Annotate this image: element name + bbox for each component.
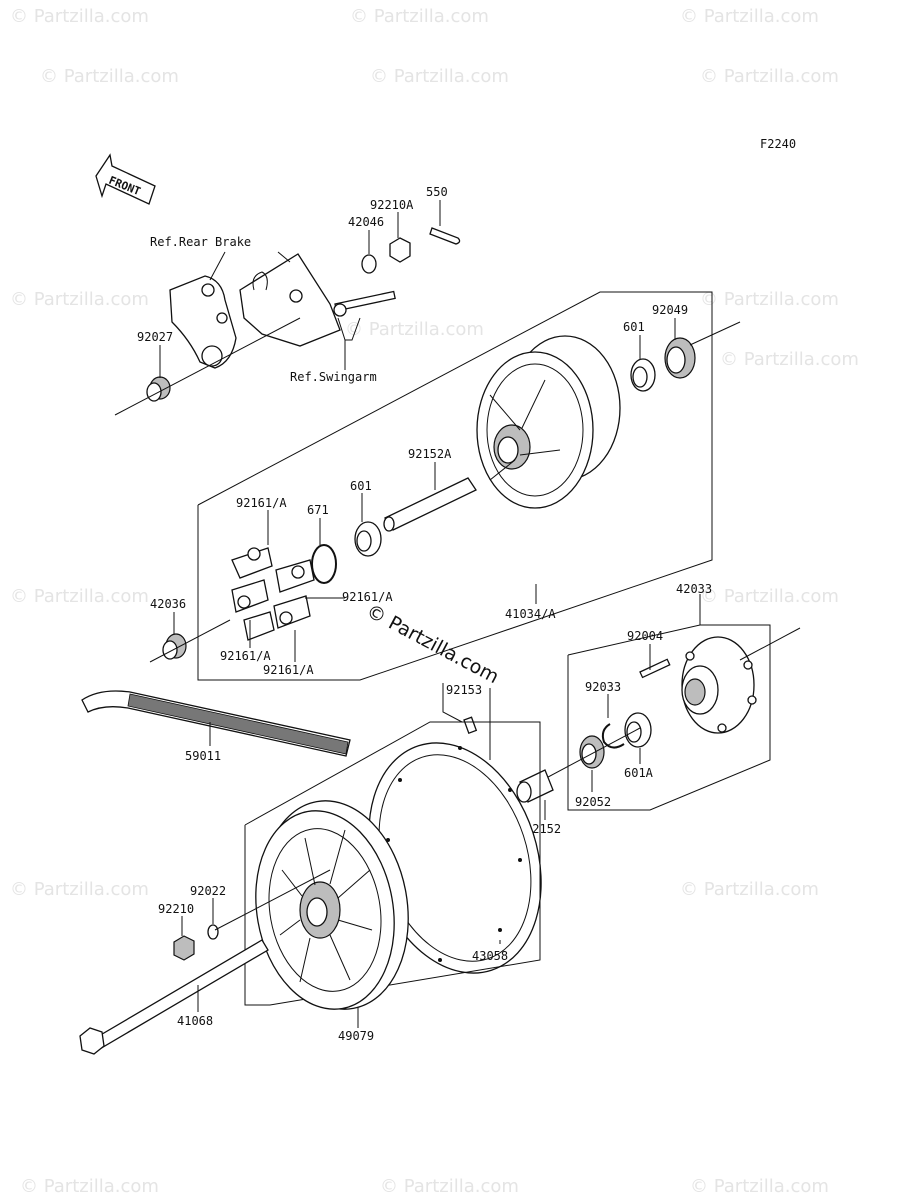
callout-92210: 92210: [158, 902, 194, 916]
callout-92027: 92027: [137, 330, 173, 344]
rear-wheel-49079: [255, 800, 409, 1010]
callout-92210A: 92210A: [370, 198, 414, 212]
callout-43058: 43058: [472, 949, 508, 963]
watermark: © Partzilla.com: [40, 66, 179, 87]
drive-belt-59011: [81, 690, 351, 757]
callout-41068: 41068: [177, 1014, 213, 1028]
collar-92027: [146, 376, 171, 402]
center-watermark: © Partzilla.com: [363, 600, 503, 688]
leader-line: [345, 317, 361, 341]
watermark: © Partzilla.com: [10, 586, 149, 607]
callout-601: 601: [623, 320, 645, 334]
nut-92210: [173, 935, 195, 961]
hub-damper: [231, 547, 315, 641]
watermark: © Partzilla.com: [10, 6, 149, 27]
rear-brake-bracket: [169, 253, 341, 369]
axis-line: [149, 619, 231, 663]
bearing-601: [630, 358, 656, 392]
adjuster-bolt: [333, 290, 396, 317]
axle-41068: [79, 939, 269, 1055]
callout-92161A: 92161/A: [236, 496, 287, 510]
callout-92152A: 92152A: [408, 447, 452, 461]
watermark: © Partzilla.com: [690, 1176, 829, 1197]
watermark: © Partzilla.com: [350, 6, 489, 27]
coupling-flange: [681, 636, 757, 734]
leader-line: [277, 251, 291, 263]
watermark: © Partzilla.com: [10, 289, 149, 310]
axis-line: [114, 317, 301, 416]
watermark: © Partzilla.com: [10, 879, 149, 900]
leader-line: [442, 683, 463, 723]
washer-42046: [361, 254, 377, 274]
watermark: © Partzilla.com: [680, 879, 819, 900]
o-ring-671: [311, 544, 337, 584]
watermark: © Partzilla.com: [345, 319, 484, 340]
callout-92153: 92153: [446, 683, 482, 697]
callout-92161A: 92161/A: [263, 663, 314, 677]
watermark: © Partzilla.com: [720, 349, 859, 370]
callout-92022: 92022: [190, 884, 226, 898]
watermark: © Partzilla.com: [370, 66, 509, 87]
seal-92049: [664, 337, 696, 379]
circlip-92033: [601, 723, 625, 749]
watermark: © Partzilla.com: [380, 1176, 519, 1197]
watermark: © Partzilla.com: [680, 6, 819, 27]
ref-swingarm-label: Ref.Swingarm: [290, 370, 377, 384]
seal-92052: [579, 735, 605, 769]
ref-rear-brake-label: Ref.Rear Brake: [150, 235, 251, 249]
washer-92022: [207, 924, 219, 940]
callout-92161A: 92161/A: [342, 590, 393, 604]
collar-42036: [162, 633, 187, 660]
axis-line: [689, 321, 741, 346]
callout-92152: 92152: [525, 822, 561, 836]
callout-92004: 92004: [627, 629, 663, 643]
figure-code: F2240: [760, 137, 796, 151]
bearing-601: [354, 521, 382, 557]
stud-92004: [639, 658, 671, 679]
axis-line: [739, 627, 801, 661]
hub-assembly-frame: [197, 291, 713, 681]
callout-92052: 92052: [575, 795, 611, 809]
callout-92161A: 92161/A: [220, 649, 271, 663]
callout-49079: 49079: [338, 1029, 374, 1043]
callout-671: 671: [307, 503, 329, 517]
callout-42033: 42033: [676, 582, 712, 596]
cotter-pin-550: [429, 227, 461, 245]
spacer-92152A: [383, 477, 477, 532]
collar-92152: [516, 769, 554, 803]
nut-92210A: [389, 237, 411, 263]
callout-41034A: 41034/A: [505, 607, 556, 621]
callout-601: 601: [350, 479, 372, 493]
front-arrow-icon: FRONT: [95, 153, 156, 205]
watermark: © Partzilla.com: [700, 289, 839, 310]
watermark: © Partzilla.com: [700, 66, 839, 87]
callout-42046: 42046: [348, 215, 384, 229]
axis-line: [214, 869, 331, 931]
callout-92033: 92033: [585, 680, 621, 694]
leader-line: [209, 251, 226, 281]
callout-601A: 601A: [624, 766, 654, 780]
callout-42036: 42036: [150, 597, 186, 611]
bolt-92153: [463, 716, 478, 734]
wheel-assembly-frame: [244, 721, 541, 1006]
callout-550: 550: [426, 185, 448, 199]
watermark: © Partzilla.com: [700, 586, 839, 607]
callout-59011: 59011: [185, 749, 221, 763]
watermark: © Partzilla.com: [20, 1176, 159, 1197]
callout-92049: 92049: [652, 303, 688, 317]
rear-hub: [476, 335, 621, 509]
bearing-601A: [624, 712, 652, 748]
